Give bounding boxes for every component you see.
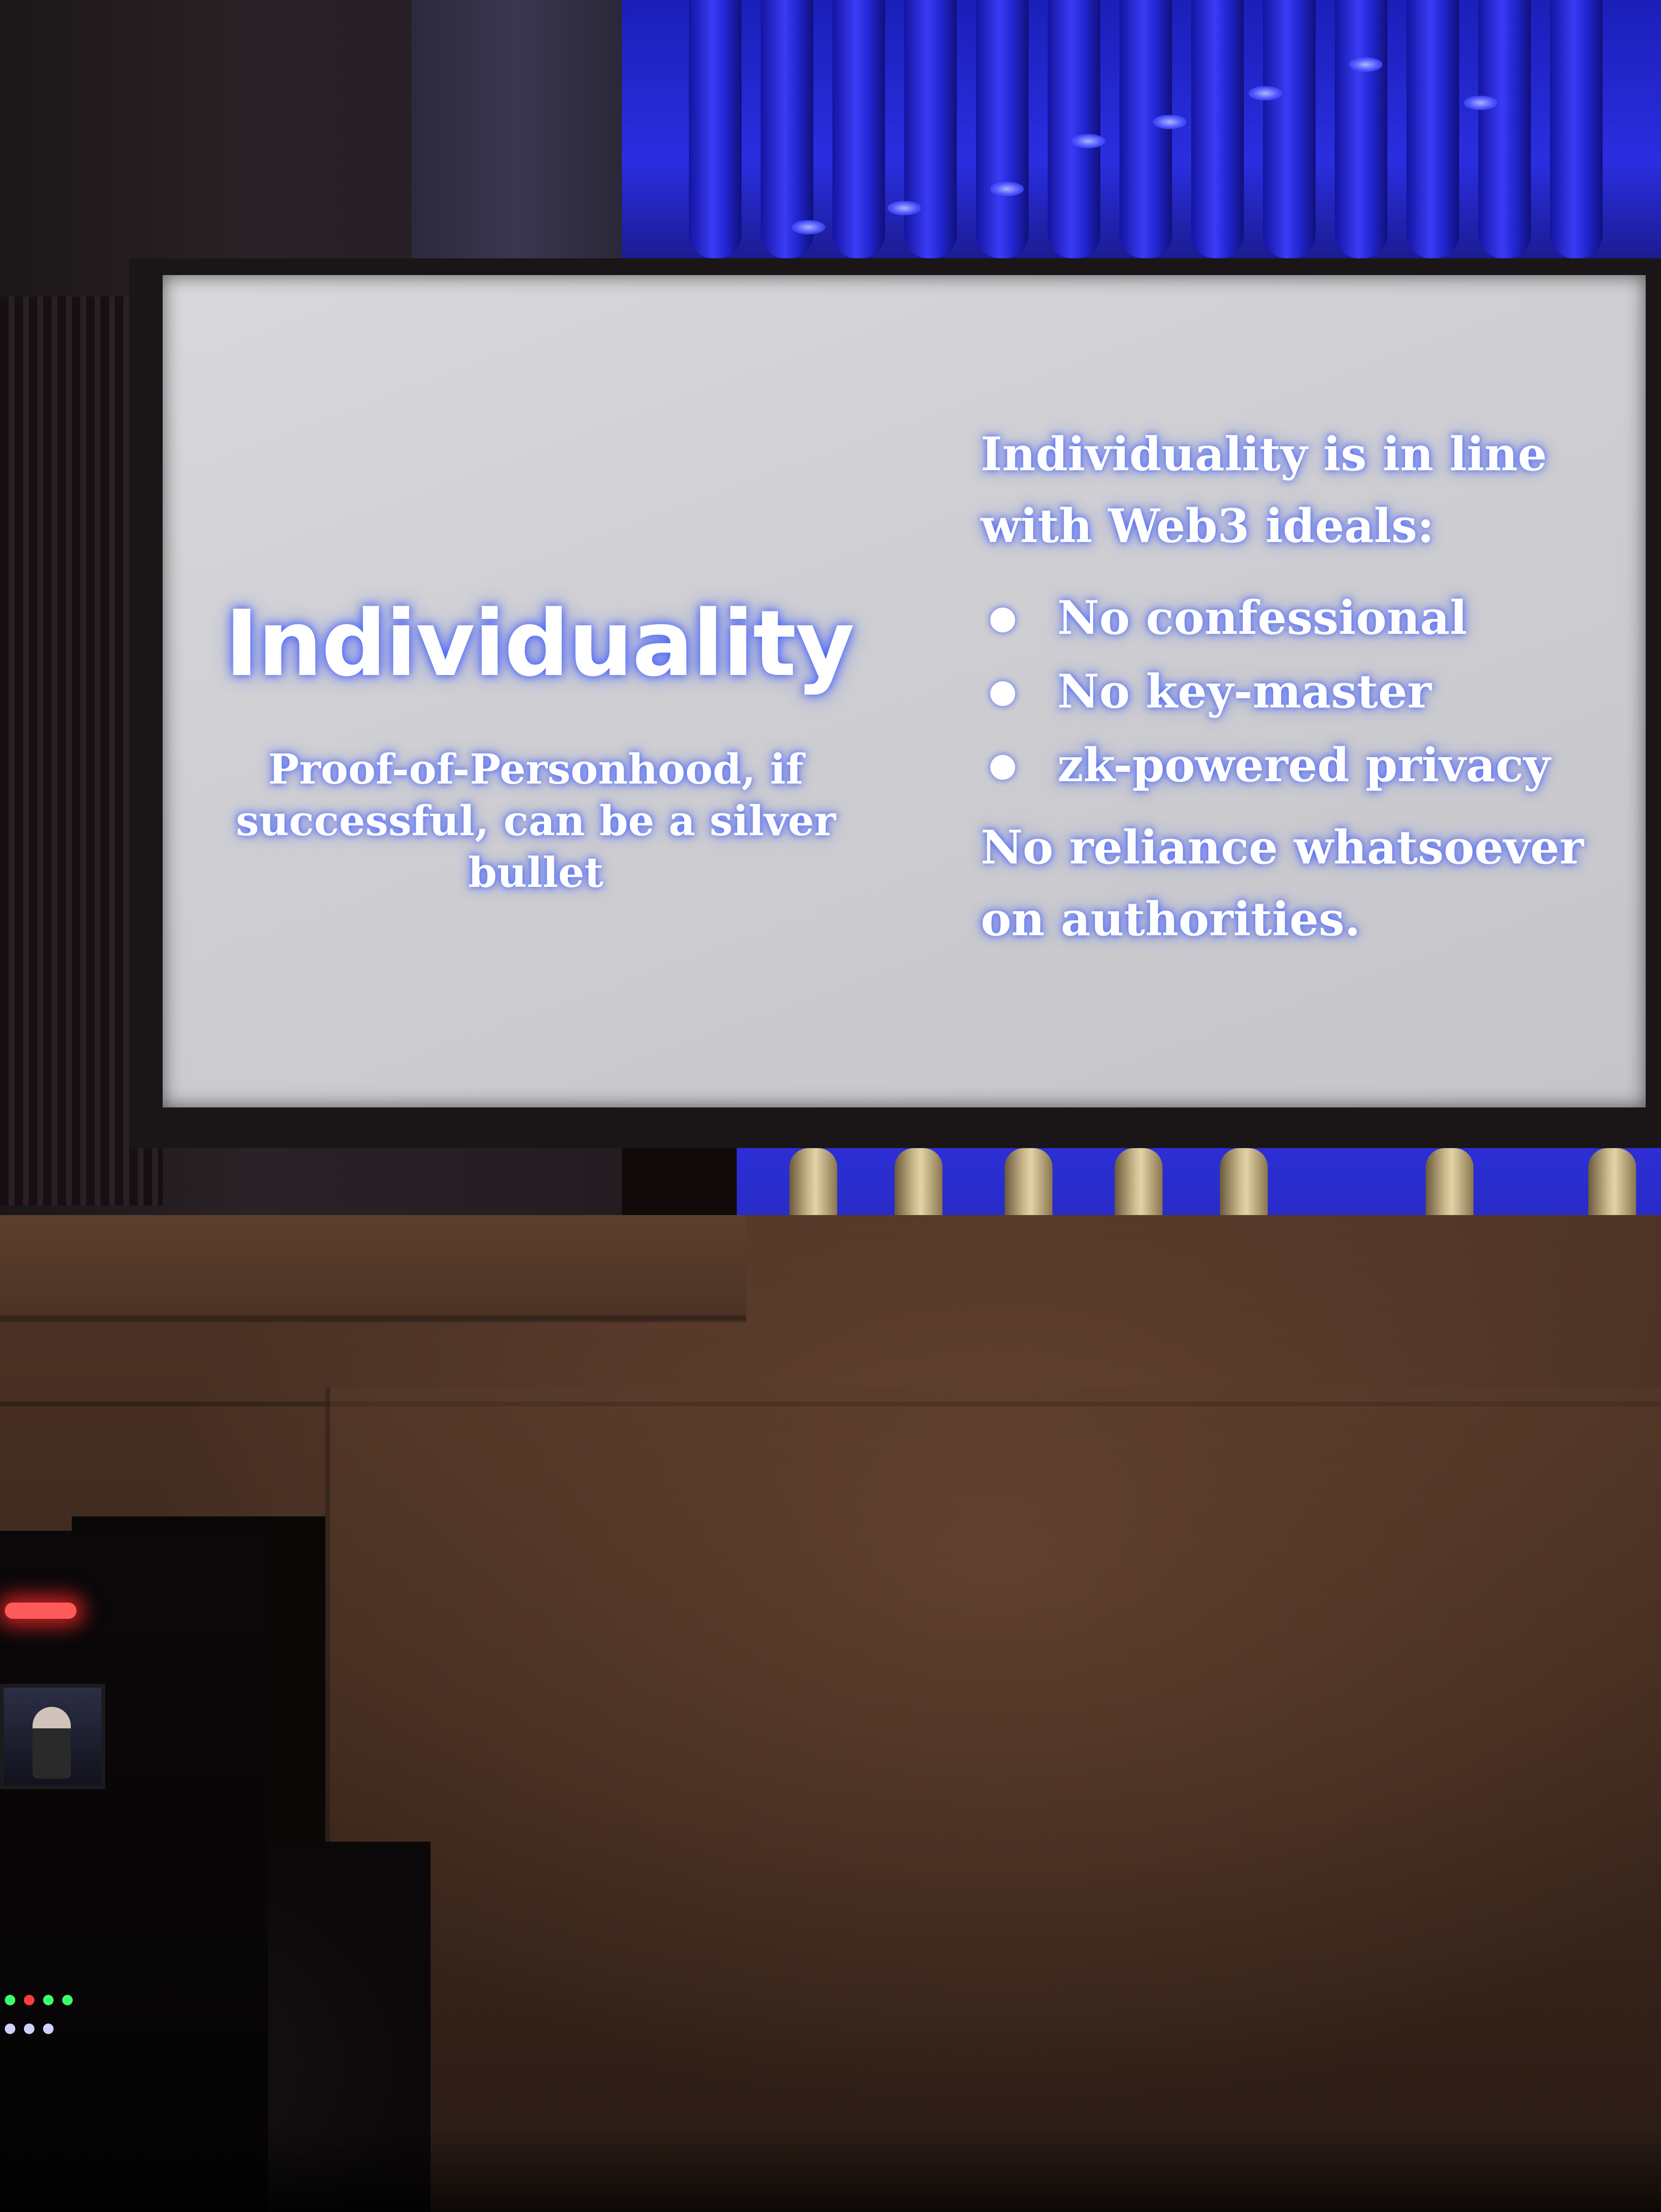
control-panel-leds bbox=[0, 1985, 81, 2081]
slide-intro: Individuality is in line with Web3 ideal… bbox=[981, 427, 1547, 553]
stone-pillar bbox=[411, 0, 622, 268]
slide-bullet-list: No confessional No key-master zk-powered… bbox=[981, 581, 1603, 802]
bullet-icon bbox=[990, 755, 1015, 780]
tally-light-icon bbox=[5, 1603, 77, 1619]
slide-right-column: Individuality is in line with Web3 ideal… bbox=[981, 419, 1603, 955]
slide-closing: No reliance whatsoever on authorities. bbox=[981, 820, 1584, 946]
bullet-text: No key-master bbox=[1057, 664, 1432, 719]
red-led-icon bbox=[24, 1995, 34, 2005]
projection-screen: Individuality Proof-of-Personhood, if su… bbox=[163, 275, 1646, 1107]
organ-pipe bbox=[976, 0, 1029, 258]
pipe-highlight bbox=[1249, 86, 1282, 100]
organ-pipe bbox=[1550, 0, 1603, 258]
organ-pipe bbox=[761, 0, 813, 258]
green-led-icon bbox=[62, 1995, 73, 2005]
green-led-icon bbox=[5, 1995, 15, 2005]
slide-bullet-item: No key-master bbox=[981, 655, 1603, 729]
speaker-figure bbox=[33, 1707, 71, 1779]
organ-pipes bbox=[622, 0, 1661, 268]
organ-pipe bbox=[1335, 0, 1387, 258]
bullet-icon bbox=[990, 681, 1015, 706]
bullet-icon bbox=[990, 608, 1015, 632]
pipe-highlight bbox=[887, 201, 921, 215]
white-led-icon bbox=[5, 2024, 15, 2034]
slide-bullet-item: No confessional bbox=[981, 581, 1603, 655]
wall-joint bbox=[0, 1316, 746, 1322]
pipe-highlight bbox=[792, 220, 825, 234]
organ-pipe bbox=[689, 0, 742, 258]
white-led-icon bbox=[24, 2024, 34, 2034]
camera-rig bbox=[0, 1531, 268, 2212]
pipe-highlight bbox=[1153, 115, 1186, 129]
organ-pipe bbox=[1191, 0, 1244, 258]
organ-pipe bbox=[904, 0, 957, 258]
wall-panel bbox=[325, 1387, 1661, 2172]
pipe-highlight bbox=[1464, 96, 1497, 110]
wall-ledge bbox=[0, 1215, 746, 1320]
white-led-icon bbox=[43, 2024, 54, 2034]
slide-title: Individuality bbox=[225, 591, 854, 697]
organ-pipe bbox=[1119, 0, 1172, 258]
organ-pipe bbox=[1478, 0, 1531, 258]
floor-shadow bbox=[0, 2129, 1661, 2212]
organ-pipe bbox=[1048, 0, 1100, 258]
pipe-highlight bbox=[1349, 57, 1383, 72]
green-led-icon bbox=[43, 1995, 54, 2005]
pipe-highlight bbox=[990, 182, 1024, 196]
pipe-highlight bbox=[1072, 134, 1105, 148]
slide-bullet-item: zk-powered privacy bbox=[981, 729, 1603, 802]
bullet-text: No confessional bbox=[1057, 591, 1467, 645]
slide-subtitle: Proof-of-Personhood, if successful, can … bbox=[235, 745, 836, 897]
wall-joint bbox=[0, 1402, 1661, 1406]
bullet-text: zk-powered privacy bbox=[1057, 738, 1550, 792]
camera-monitor bbox=[0, 1684, 105, 1789]
organ-pipe bbox=[1263, 0, 1316, 258]
organ-pipe bbox=[832, 0, 885, 258]
organ-pipe bbox=[1406, 0, 1459, 258]
